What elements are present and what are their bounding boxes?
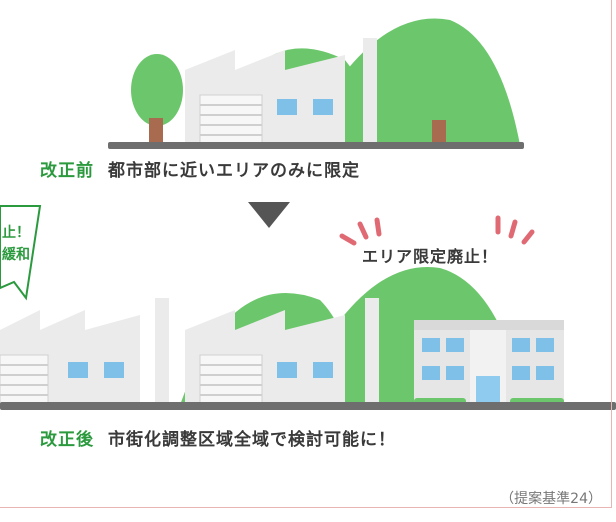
window: [104, 362, 124, 378]
window: [68, 362, 88, 378]
bubble-line-2: 緩和: [2, 247, 30, 263]
speech-bubble: [0, 205, 42, 301]
before-caption: 改正前都市部に近いエリアのみに限定: [40, 156, 360, 181]
window: [512, 366, 530, 380]
window: [446, 338, 464, 352]
tree-right-trunk: [432, 120, 446, 144]
bubble-text: 止！ 緩和: [0, 222, 30, 266]
after-scene: [0, 266, 616, 410]
before-tag: 改正前: [40, 161, 94, 181]
window: [313, 99, 333, 115]
before-scene: [108, 18, 524, 149]
window: [313, 362, 333, 378]
tree-left-crown: [131, 54, 183, 126]
chimney: [363, 38, 377, 145]
frame-border-bottom: [0, 507, 612, 508]
source-note: （提案基準24）: [500, 491, 602, 507]
after-caption: 改正後市街化調整区域全域で検討可能に！: [40, 425, 396, 450]
down-arrow-icon: [248, 202, 290, 228]
tree-right-crown: [414, 57, 466, 129]
window: [277, 99, 297, 115]
after-text: 市街化調整区域全域で検討可能に！: [108, 430, 396, 450]
window: [512, 338, 530, 352]
tree-left-trunk: [149, 118, 163, 144]
window: [422, 366, 440, 380]
ground-line: [0, 402, 616, 410]
window: [277, 362, 297, 378]
chimney: [365, 298, 379, 405]
before-text: 都市部に近いエリアのみに限定: [108, 161, 360, 181]
abolish-callout: エリア限定廃止！: [362, 247, 499, 266]
shutter: [199, 94, 263, 146]
chimney: [155, 298, 169, 405]
hill-right: [300, 18, 520, 145]
ground-line: [108, 142, 524, 149]
burst-icon: [339, 215, 535, 246]
bubble-line-1: 止！: [2, 225, 30, 241]
window: [536, 366, 554, 380]
frame-border-right: [611, 0, 612, 508]
window: [446, 366, 464, 380]
after-tag: 改正後: [40, 430, 94, 450]
window: [422, 338, 440, 352]
entrance: [476, 376, 500, 405]
window: [536, 338, 554, 352]
